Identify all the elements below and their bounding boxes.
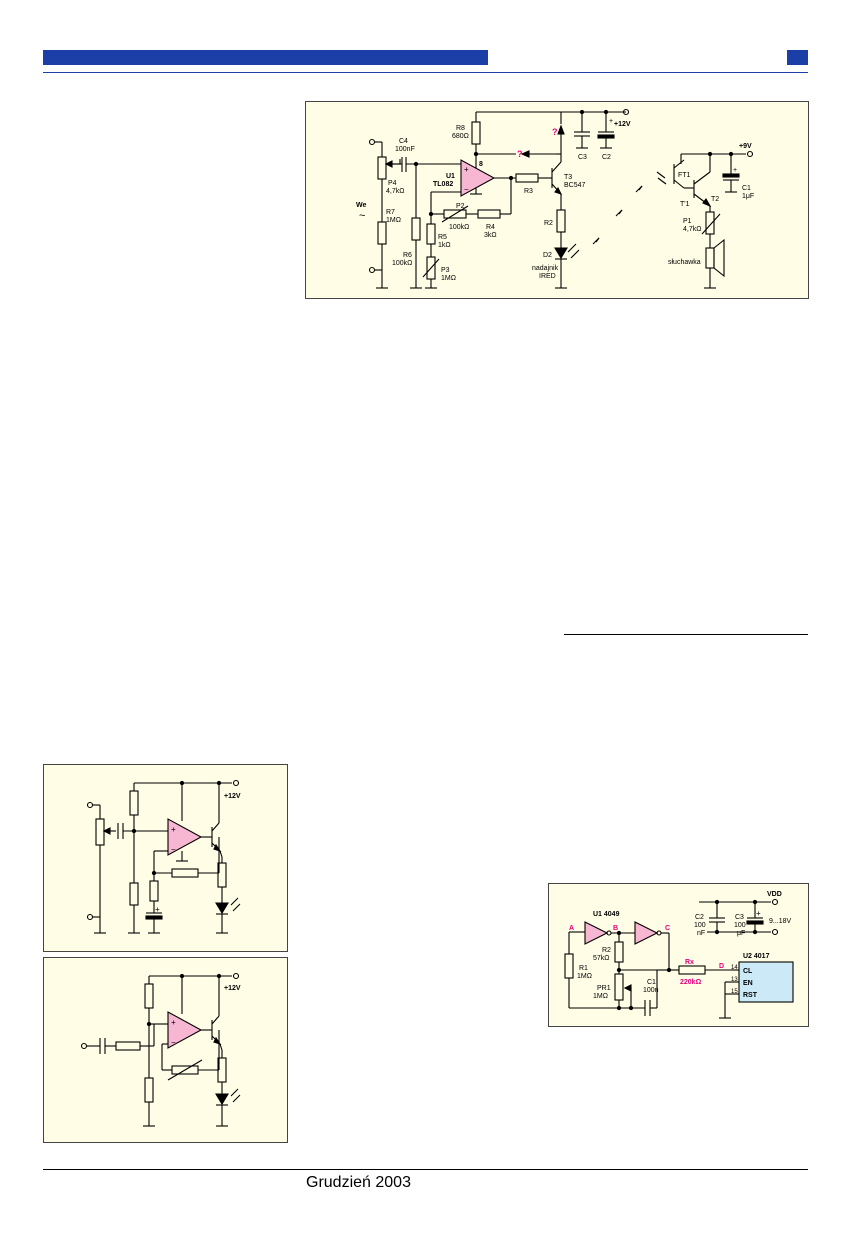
label-input-symbol: ~ [359,210,365,222]
label-headphone: słuchawka [668,259,701,266]
svg-text:−: − [464,185,469,194]
label-t1: T'1 [680,201,690,208]
label-rst: RST [743,992,758,999]
footer-rule [43,1169,808,1170]
label-u1-4049: U1 4049 [593,911,620,918]
figure-ir-transmitter-schematic: + − R8 680Ω C4 100nF U1 [305,101,809,299]
label-d2: D2 [543,252,552,259]
label-c2: C2 [602,154,611,161]
value-pr1: 1MΩ [593,993,608,1000]
label-en: EN [743,980,753,987]
label-node-a: A [569,925,574,932]
value-c3-line1: 100 [734,922,746,929]
figure-transmitter-variant-a: + − + +12V [43,764,288,952]
footer-date: Grudzień 2003 [306,1174,411,1191]
value-r6: 100kΩ [392,260,412,267]
value-r8: 680Ω [452,133,469,140]
label-c1: C1 [742,185,751,192]
value-r2: 57kΩ [593,955,610,962]
label-pin15: 15 [731,989,738,995]
label-r4: R4 [486,224,495,231]
label-c3: C3 [578,154,587,161]
value-r1: 1MΩ [577,973,592,980]
label-cl: CL [743,968,753,975]
label-r2: R2 [602,947,611,954]
label-t3: T3 [564,174,572,181]
label-node-b: B [613,925,618,932]
label-r6: R6 [403,252,412,259]
label-v12: +12V [224,793,241,800]
label-vdd: VDD [767,891,782,898]
figure-oscillator-4049-schematic: + U1 4049 U2 4017 VDD A B C D R1 1MΩ R2 … [548,883,809,1027]
label-c4: C4 [399,138,408,145]
value-c2-line1: 100 [694,922,706,929]
header-bar [43,50,488,65]
label-input: We [356,202,366,209]
value-p3: 1MΩ [441,275,456,282]
label-question-left: ? [517,149,523,159]
label-p3: P3 [441,267,450,274]
label-v12: +12V [224,985,241,992]
value-c2-line2: nF [697,930,705,937]
label-node-c: C [665,925,670,932]
label-r5: R5 [438,234,447,241]
svg-text:+: + [464,165,469,174]
value-d2-line2: IRED [539,273,556,280]
svg-text:+: + [155,905,160,914]
value-t3: BC547 [564,182,586,189]
label-supply: 9...18V [769,918,792,925]
svg-text:+: + [171,1018,176,1027]
label-u2-4017: U2 4017 [743,953,770,960]
label-c1: C1 [647,979,656,986]
label-question-top: ? [552,127,558,137]
label-pin8: 8 [479,161,483,168]
label-p2: P2 [456,203,465,210]
label-r7: R7 [386,209,395,216]
value-c1: 1μF [742,193,754,200]
label-r1: R1 [579,965,588,972]
label-pin14: 14 [731,965,738,971]
svg-text:+: + [756,909,761,918]
label-node-d: D [719,963,724,970]
value-d2-line1: nadajnik [532,265,559,272]
label-pr1: PR1 [597,985,611,992]
label-rx: Rx [685,959,694,966]
label-c1-plus: + [733,167,737,174]
figure-transmitter-variant-b: + − +12V [43,957,288,1143]
svg-text:+: + [171,825,176,834]
value-u1: TL082 [433,181,453,188]
value-c3-line2: μF [737,930,745,937]
value-p1: 4,7kΩ [683,226,701,233]
header-marker [787,50,808,65]
label-r2: R2 [544,220,553,227]
value-c4: 100nF [395,146,415,153]
label-r3: R3 [524,188,533,195]
svg-text:−: − [171,845,176,854]
label-v9: +9V [739,143,752,150]
label-pin13: 13 [731,977,738,983]
header-rule [43,72,808,73]
label-c2-plus: + [609,118,613,125]
section-rule [564,634,808,635]
value-p4: 4,7kΩ [386,188,404,195]
value-c1: 100n [643,987,659,994]
value-r7: 1MΩ [386,217,401,224]
svg-text:−: − [171,1038,176,1047]
value-r4: 3kΩ [484,232,497,239]
label-p1: P1 [683,218,692,225]
label-u1: U1 [446,173,455,180]
label-ft1: FT1 [678,172,691,179]
label-r8: R8 [456,125,465,132]
label-p4: P4 [388,180,397,187]
value-r5: 1kΩ [438,242,451,249]
label-c3: C3 [735,914,744,921]
label-v12: +12V [614,121,631,128]
value-rx: 220kΩ [680,979,702,986]
label-c2: C2 [695,914,704,921]
value-p2: 100kΩ [449,224,469,231]
label-t2: T2 [711,196,719,203]
